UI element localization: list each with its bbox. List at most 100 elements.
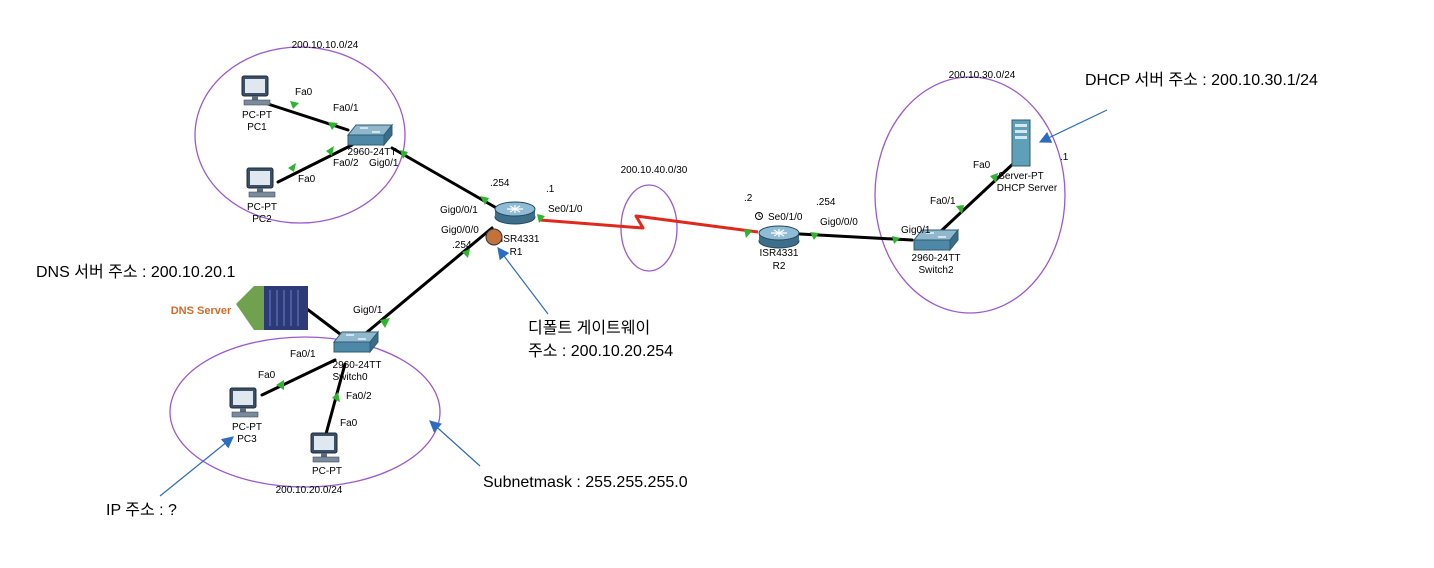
link-light [990,173,998,183]
dns-server[interactable]: DNS Server [171,286,308,330]
cable-switch2-dhcp [938,160,1017,234]
link-light [326,146,334,156]
gateway-annotation-line1: 디폴트 게이트웨이 [528,319,650,337]
port-label: Se0/1/0 [548,204,583,215]
pc3-type: PC-PT [232,422,262,433]
port-label: Fa0 [973,160,991,171]
port-label: Fa0/2 [333,158,359,169]
cables [260,102,1017,436]
link-light [380,318,390,328]
port-label: Gig0/0/0 [441,225,479,236]
link-light [744,229,752,238]
dns-server-image [236,286,272,330]
router-r1[interactable] [494,201,536,225]
port-label: Gig0/0/1 [440,205,478,216]
link-light [276,380,284,390]
port-label: Gig0/1 [901,225,931,236]
pc4-type: PC-PT [312,466,342,477]
link-light [328,122,338,130]
arrow-gateway [497,247,549,315]
pc3[interactable] [229,387,259,418]
link-light [892,236,900,244]
network-label-40: 200.10.40.0/30 [621,165,688,176]
port-label: Fa0/1 [333,103,359,114]
pc-icon [310,432,340,463]
network-ellipse-40 [620,184,678,272]
dhcp-type: Server-PT [998,171,1044,182]
switch0-type: 2960-24TT [333,360,382,371]
link-light [462,249,470,258]
r2-type: ISR4331 [760,248,799,259]
network-ellipse-10 [194,46,406,224]
pc2-type: PC-PT [247,202,277,213]
link-light [537,214,545,223]
port-label: Fa0 [298,174,316,185]
pc4[interactable] [310,432,340,463]
host-id-label: .1 [1060,152,1069,163]
link-light [332,392,340,402]
cable-r1-switch0 [364,226,494,335]
pc3-name: PC3 [237,434,257,445]
arrow-ip [159,436,234,497]
host-id-label: .2 [744,193,753,204]
arrow-dhcp [1038,109,1108,143]
switch0-name: Switch0 [332,372,367,383]
port-label: Fa0/2 [346,391,372,402]
link-light [400,150,408,159]
link-light [810,232,819,240]
link-lights [276,101,998,402]
port-label: Fa0 [340,418,358,429]
annotation-arrows [159,109,1108,497]
port-label: Fa0/1 [930,196,956,207]
pc-icon [229,387,259,418]
port-label: Gig0/0/0 [820,217,858,228]
link-light [288,163,296,172]
dns-address-annotation: DNS 서버 주소 : 200.10.20.1 [36,263,236,281]
pc-icon [241,75,271,106]
port-label: Se0/1/0 [768,212,803,223]
subnetmask-annotation: Subnetmask : 255.255.255.0 [483,474,688,491]
pc1-type: PC-PT [242,110,272,121]
r1-name: R1 [510,247,523,258]
switch1[interactable] [347,124,393,146]
gateway-annotation-line2: 주소 : 200.10.20.254 [528,343,673,360]
host-id-label: .254 [490,178,510,189]
gateway-marker [485,228,503,246]
r2-name: R2 [773,261,786,272]
switch0[interactable] [333,331,379,353]
router-icon [758,225,800,249]
dhcp-server[interactable] [1011,119,1031,167]
r1-type: ISR4331 [501,234,540,245]
switch1-type: 2960-24TT [348,147,397,158]
cable-switch0-pc3 [260,358,337,397]
link-light [290,101,299,109]
network-label-10: 200.10.10.0/24 [292,40,359,51]
switch-icon [347,124,393,146]
switch2-type: 2960-24TT [912,253,961,264]
switch2-name: Switch2 [918,265,953,276]
pc2[interactable] [246,167,276,198]
network-ellipse-30 [874,76,1066,314]
pc1-name: PC1 [247,122,267,133]
port-label: Fa0/1 [290,349,316,360]
port-label: Fa0 [295,87,313,98]
pc1[interactable] [241,75,271,106]
serial-link-r1-r2 [539,214,759,234]
network-label-30: 200.10.30.0/24 [949,70,1016,81]
router-r2[interactable] [758,225,800,249]
ip-annotation: IP 주소 : ? [106,502,177,519]
dhcp-address-annotation: DHCP 서버 주소 : 200.10.30.1/24 [1085,71,1318,89]
router-icon [494,201,536,225]
pc-icon [246,167,276,198]
link-light [956,205,964,214]
port-label: Fa0 [258,370,276,381]
switch-icon [333,331,379,353]
link-light [480,196,489,205]
dns-server-label: DNS Server [171,305,232,317]
host-id-label: .254 [816,197,836,208]
clock-icon [755,212,763,220]
host-id-label: .254 [452,240,472,251]
network-label-20: 200.10.20.0/24 [276,485,343,496]
cable-pc2-switch1 [276,143,354,184]
